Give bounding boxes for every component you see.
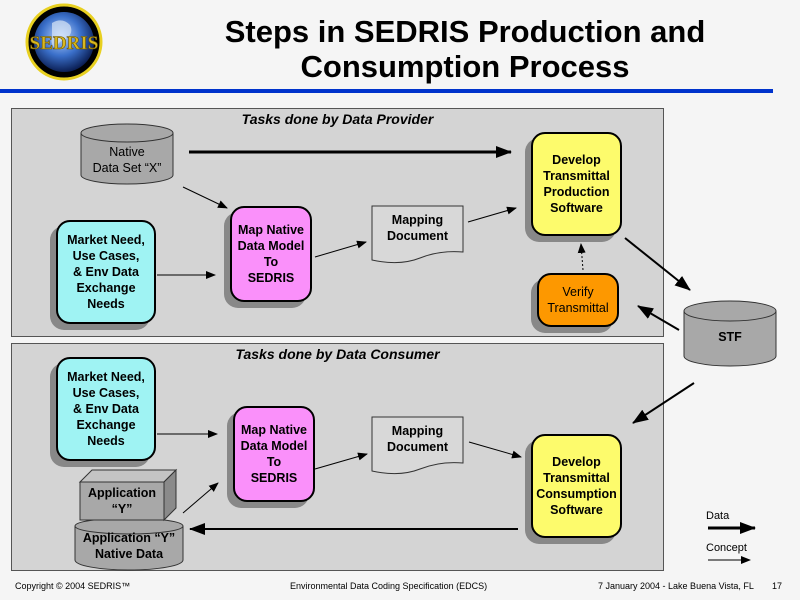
develop-production-label: Develop Transmittal Production Software	[543, 153, 610, 215]
application-y-native-data-node: Application “Y” Native Data	[75, 529, 183, 563]
application-y-native-data-label: Application “Y” Native Data	[82, 531, 176, 561]
consumer-panel-title: Tasks done by Data Consumer	[235, 346, 440, 362]
provider-map-native-node: Map Native Data Model To SEDRIS	[230, 206, 312, 302]
develop-production-node: Develop Transmittal Production Software	[531, 132, 622, 236]
footer-page-number: 17	[772, 581, 783, 591]
stf-node: STF	[684, 322, 776, 352]
verify-transmittal-node: Verify Transmittal	[537, 273, 619, 327]
stf-label: STF	[718, 330, 742, 344]
provider-map-native-label: Map Native Data Model To SEDRIS	[237, 223, 305, 285]
logo-text: SEDRIS	[30, 33, 99, 54]
provider-market-need-label: Market Need, Use Cases, & Env Data Excha…	[67, 233, 145, 311]
application-y-label: Application “Y”	[87, 486, 157, 516]
title-underline	[0, 89, 773, 93]
develop-consumption-label: Develop Transmittal Consumption Software	[536, 455, 617, 517]
native-data-set-label: Native Data Set “X”	[92, 145, 162, 175]
consumer-map-native-node: Map Native Data Model To SEDRIS	[233, 406, 315, 502]
verify-transmittal-label: Verify Transmittal	[547, 285, 609, 315]
develop-consumption-node: Develop Transmittal Consumption Software	[531, 434, 622, 538]
consumer-market-need-label: Market Need, Use Cases, & Env Data Excha…	[67, 370, 145, 448]
consumer-mapping-document-node: Mapping Document	[372, 419, 463, 459]
legend-concept-label: Concept	[706, 542, 747, 554]
footer-copyright: Copyright © 2004 SEDRIS™	[15, 581, 131, 591]
provider-mapping-document-label: Mapping Document	[386, 213, 449, 243]
consumer-map-native-label: Map Native Data Model To SEDRIS	[240, 423, 308, 485]
provider-market-need-node: Market Need, Use Cases, & Env Data Excha…	[56, 220, 156, 324]
provider-mapping-document-node: Mapping Document	[372, 208, 463, 248]
provider-panel-title: Tasks done by Data Provider	[241, 111, 434, 127]
footer-date-location: 7 January 2004 - Lake Buena Vista, FL	[598, 581, 754, 591]
consumer-mapping-document-label: Mapping Document	[386, 424, 449, 454]
legend-data-label: Data	[706, 510, 730, 522]
consumer-market-need-node: Market Need, Use Cases, & Env Data Excha…	[56, 357, 156, 461]
sedris-logo: SEDRIS	[25, 3, 103, 81]
application-y-node: Application “Y”	[80, 483, 164, 519]
footer-center: Environmental Data Coding Specification …	[290, 581, 488, 591]
slide-title: Steps in SEDRIS Production and Consumpti…	[180, 14, 750, 84]
title-line-2: Consumption Process	[300, 49, 630, 84]
title-line-1: Steps in SEDRIS Production and	[224, 14, 706, 49]
native-data-set-node: Native Data Set “X”	[81, 140, 173, 180]
